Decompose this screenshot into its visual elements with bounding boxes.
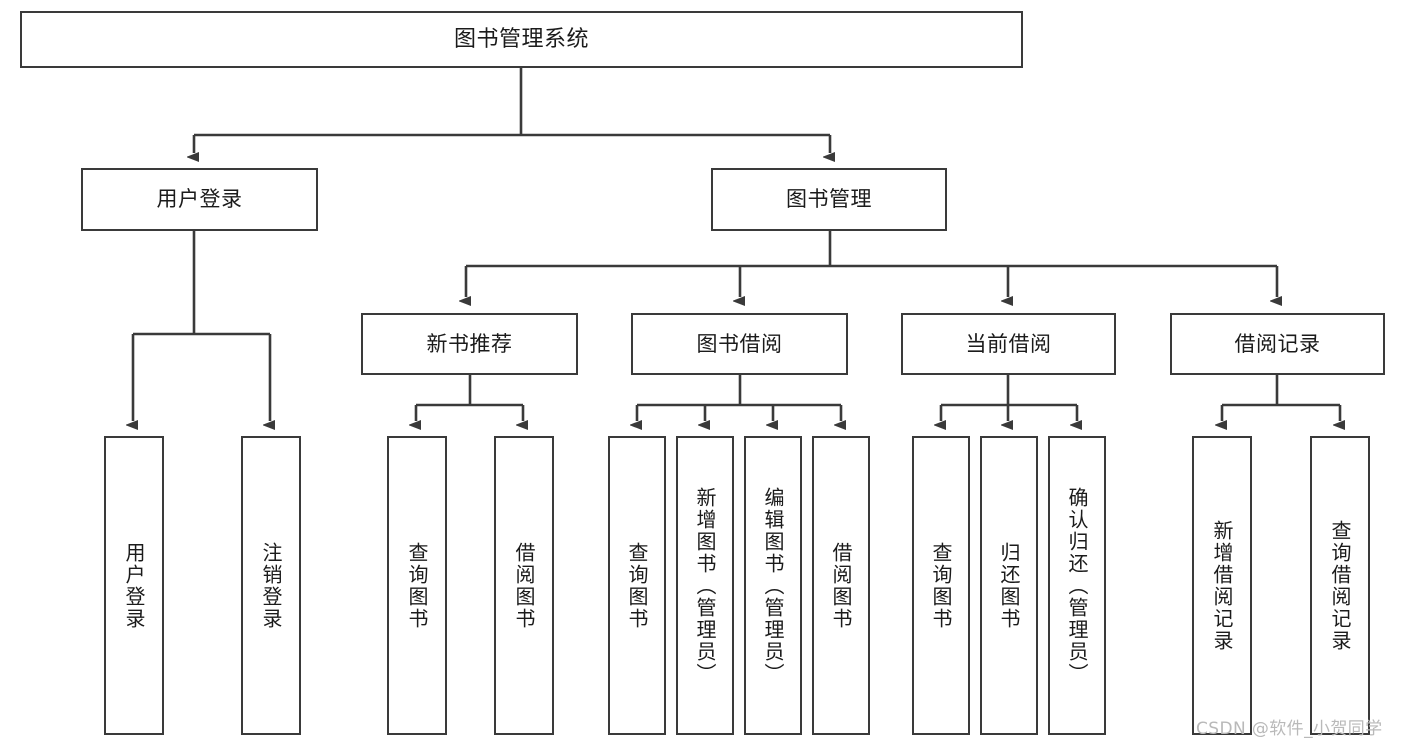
node-label: 用户登录	[156, 187, 243, 212]
node-label: 归还图书	[997, 541, 1021, 630]
node-label: 借阅图书	[512, 541, 536, 630]
node-borrow-record[interactable]: 借阅记录	[1170, 313, 1385, 375]
node-label: 查询借阅记录	[1328, 519, 1352, 652]
csdn-watermark: CSDN @软件_小贺同学	[1196, 719, 1383, 739]
node-label: 借阅记录	[1234, 331, 1321, 356]
node-label: 查询图书	[625, 541, 649, 630]
node-label: 图书借阅	[696, 331, 783, 356]
node-book-borrow[interactable]: 图书借阅	[631, 313, 848, 375]
node-label: 图书管理系统	[453, 26, 589, 52]
leaf-user-logout[interactable]: 注销登录	[241, 436, 301, 735]
node-label: 编辑图书（管理员）	[761, 486, 785, 685]
leaf-borrow-add-book-admin[interactable]: 新增图书（管理员）	[676, 436, 734, 735]
node-root-system[interactable]: 图书管理系统	[20, 11, 1023, 68]
node-label: 新增图书（管理员）	[693, 486, 717, 685]
leaf-borrow-edit-book-admin[interactable]: 编辑图书（管理员）	[744, 436, 802, 735]
node-label: 确认归还（管理员）	[1065, 486, 1089, 685]
node-label: 借阅图书	[829, 541, 853, 630]
node-label: 查询图书	[929, 541, 953, 630]
leaf-recommend-borrow-book[interactable]: 借阅图书	[494, 436, 554, 735]
node-label: 新书推荐	[426, 331, 513, 356]
node-label: 新增借阅记录	[1210, 519, 1234, 652]
node-label: 图书管理	[786, 187, 872, 212]
leaf-current-query-book[interactable]: 查询图书	[912, 436, 970, 735]
node-user-login[interactable]: 用户登录	[81, 168, 318, 231]
leaf-user-login[interactable]: 用户登录	[104, 436, 164, 735]
leaf-record-query[interactable]: 查询借阅记录	[1310, 436, 1370, 735]
node-label: 用户登录	[122, 541, 146, 630]
node-current-borrow[interactable]: 当前借阅	[901, 313, 1116, 375]
node-label: 当前借阅	[965, 331, 1052, 356]
node-label: 注销登录	[259, 541, 283, 630]
leaf-recommend-query-book[interactable]: 查询图书	[387, 436, 447, 735]
node-book-management[interactable]: 图书管理	[711, 168, 947, 231]
node-label: 查询图书	[405, 541, 429, 630]
leaf-current-confirm-return-admin[interactable]: 确认归还（管理员）	[1048, 436, 1106, 735]
leaf-borrow-query-book[interactable]: 查询图书	[608, 436, 666, 735]
leaf-current-return-book[interactable]: 归还图书	[980, 436, 1038, 735]
node-new-book-recommendation[interactable]: 新书推荐	[361, 313, 578, 375]
leaf-borrow-borrow-book[interactable]: 借阅图书	[812, 436, 870, 735]
leaf-record-add[interactable]: 新增借阅记录	[1192, 436, 1252, 735]
